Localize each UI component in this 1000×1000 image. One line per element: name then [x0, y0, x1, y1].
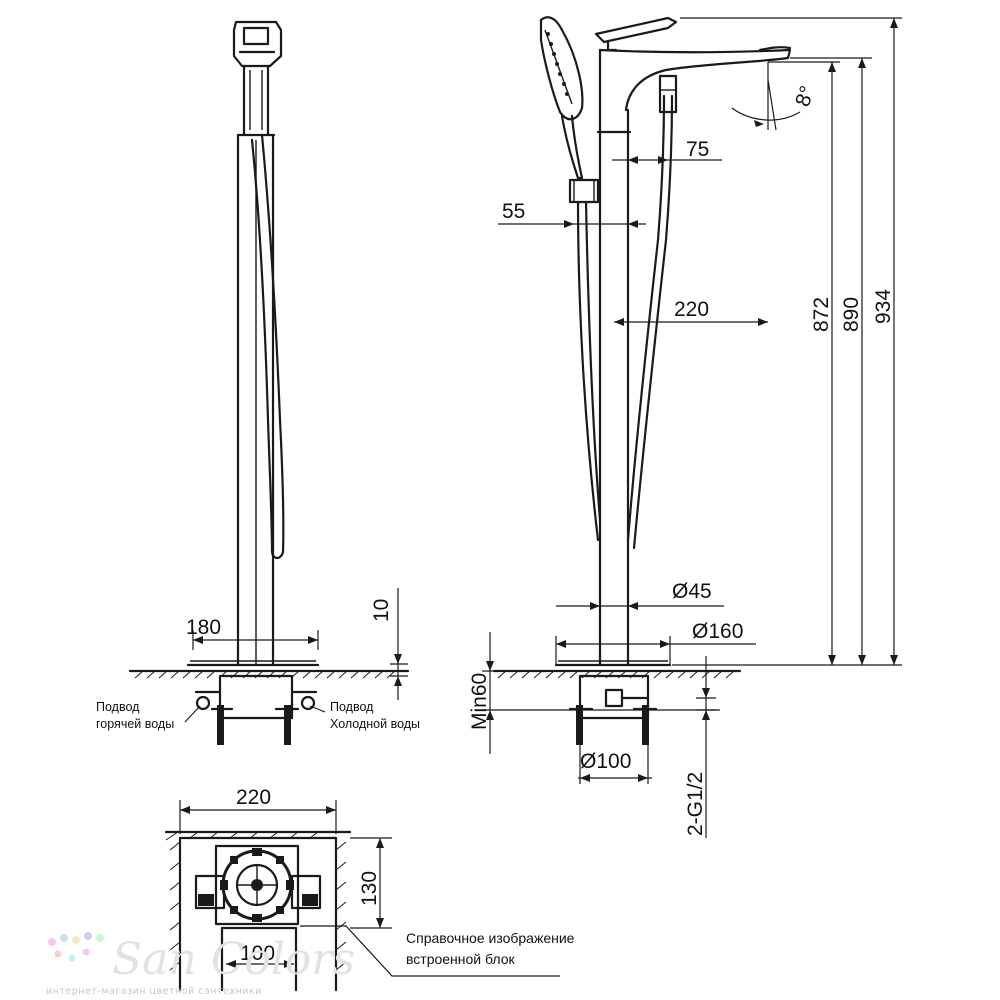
- watermark-tagline: интернет-магазин цветной сантехники: [46, 986, 262, 997]
- dim-pipe-diameter: Ø45: [672, 580, 712, 603]
- dim-spout-angle: 8°: [791, 83, 819, 110]
- front-view: 180 10 Подвод горячей воды Подвод Холодн…: [96, 20, 420, 745]
- note-line2: встроенной блок: [406, 951, 516, 967]
- dim-min-depth: Min60: [468, 673, 491, 730]
- dim-plan-width: 220: [236, 786, 271, 809]
- dim-reach: 220: [674, 298, 709, 321]
- note-line1: Справочное изображение: [406, 930, 575, 946]
- dim-front-base-thickness: 10: [370, 599, 393, 622]
- dim-height-934: 934: [872, 289, 895, 324]
- dim-plan-inner: 100: [240, 942, 275, 965]
- label-hot-line1: Подвод: [96, 700, 140, 714]
- floor-hatch-side: [497, 670, 735, 679]
- dim-thread: 2-G1/2: [684, 772, 707, 836]
- dim-front-base-width: 180: [186, 616, 221, 639]
- label-cold-line2: Холодной воды: [330, 717, 420, 731]
- dim-plan-height: 130: [358, 871, 381, 906]
- watermark: San Colors интернет-магазин цветной сант…: [46, 932, 355, 997]
- dim-height-890: 890: [840, 297, 863, 332]
- dim-spout-offset: 75: [686, 138, 709, 161]
- plan-hatch: [165, 831, 347, 971]
- plan-view: 220: [164, 786, 575, 992]
- label-cold-line1: Подвод: [330, 700, 374, 714]
- dim-height-872: 872: [810, 297, 833, 332]
- dim-handle-offset: 55: [502, 200, 525, 223]
- dim-box-diameter: Ø100: [580, 750, 631, 773]
- label-hot-line2: горячей воды: [96, 717, 174, 731]
- side-view: 872 890 934 8° 75 55 220 Ø45 Ø160: [468, 16, 902, 838]
- plan-bolts: [220, 848, 294, 922]
- shower-nozzles: [546, 32, 569, 96]
- dim-base-diameter: Ø160: [692, 620, 743, 643]
- watermark-brand: San Colors: [112, 934, 355, 985]
